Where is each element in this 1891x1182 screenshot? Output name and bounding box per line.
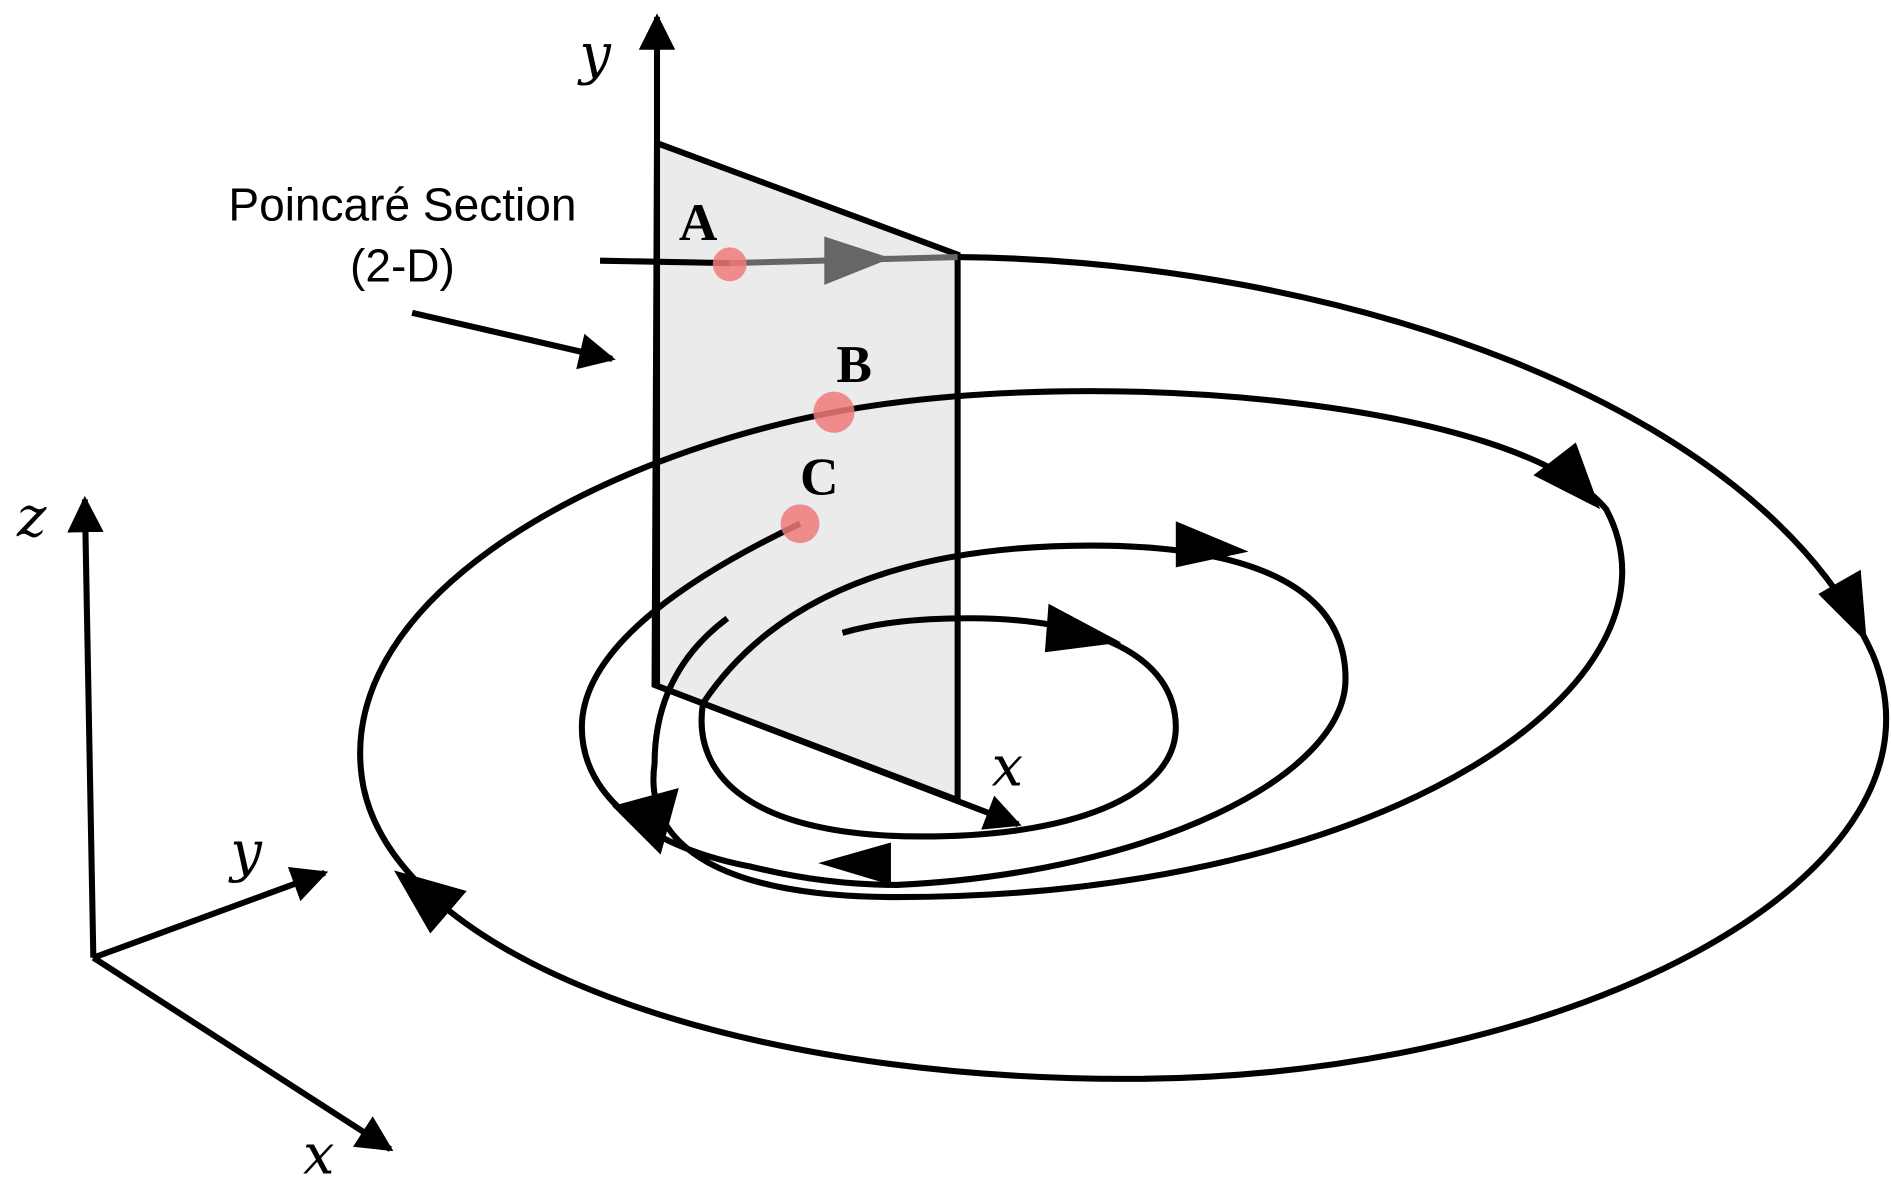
trajectory-middle <box>650 388 1626 901</box>
arrowhead <box>1533 442 1601 510</box>
ref-x-label: x <box>303 1122 334 1182</box>
point-c <box>780 504 820 544</box>
trajectory-inner <box>578 520 1349 888</box>
arrowhead <box>1175 521 1249 568</box>
ref-y-axis <box>92 867 329 961</box>
section-subtitle: (2-D) <box>350 239 455 291</box>
ref-y-label: y <box>227 819 263 884</box>
entry-line <box>599 257 730 267</box>
ref-z-label: z <box>16 485 47 550</box>
point-a-label: A <box>679 192 718 252</box>
arrowhead <box>1044 603 1122 653</box>
grey-arrowhead <box>824 236 891 285</box>
section-title: Poincaré Section <box>228 179 576 231</box>
point-b-label: B <box>836 334 872 394</box>
plane-x-axis <box>653 682 1022 830</box>
plane-y-label: y <box>576 22 612 87</box>
arrowhead <box>612 787 679 855</box>
point-c-label: C <box>800 447 839 507</box>
annotation-arrow <box>411 309 616 370</box>
ref-z-axis <box>67 495 104 958</box>
trajectory-outer <box>357 254 1890 1082</box>
arrowhead <box>393 870 467 934</box>
ref-x-axis <box>91 955 394 1152</box>
point-a <box>712 247 747 282</box>
arrowhead <box>818 842 891 885</box>
point-b <box>813 391 855 433</box>
plane-x-label: x <box>992 735 1023 800</box>
arrowhead <box>1818 569 1867 643</box>
